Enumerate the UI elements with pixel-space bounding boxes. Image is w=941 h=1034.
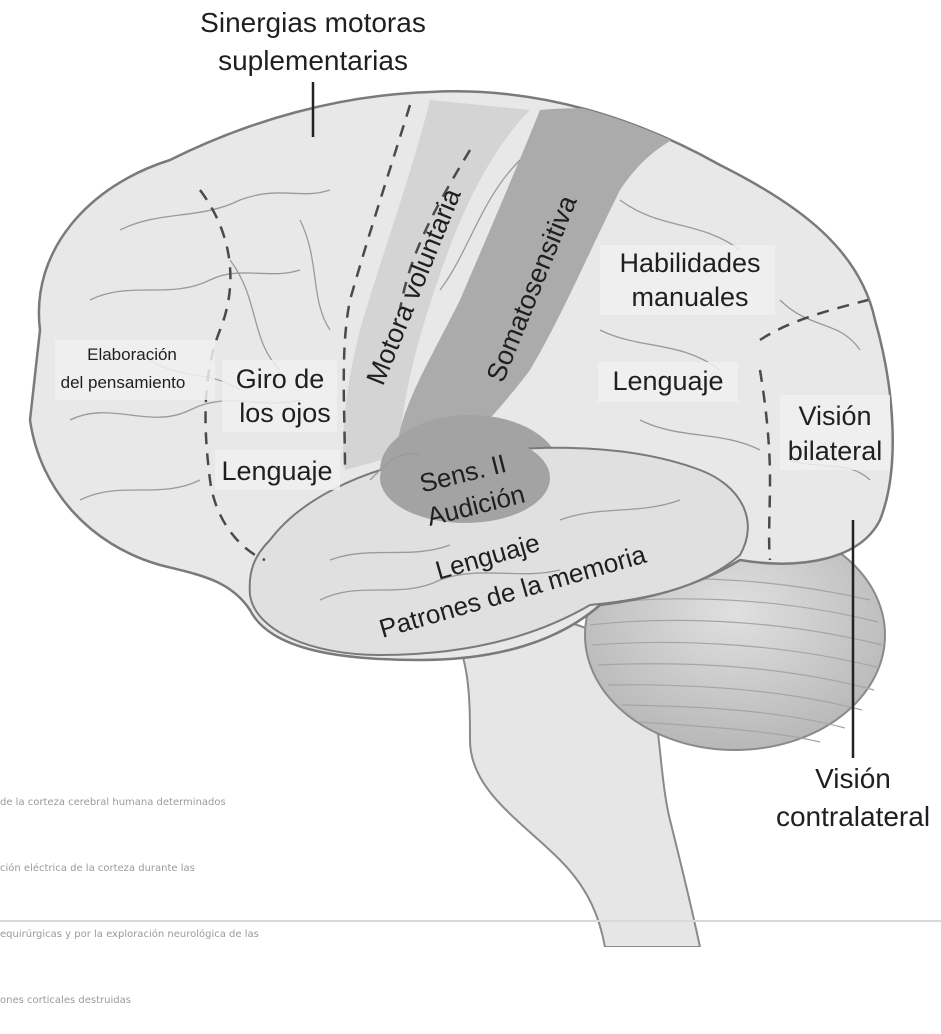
- label-vision-contralateral-line2: contralateral: [776, 801, 930, 832]
- label-elaboracion-line1: Elaboración: [87, 345, 177, 364]
- caption-line: de la corteza cerebral humana determinad…: [0, 792, 400, 814]
- caption-line: ones corticales destruidas: [0, 990, 400, 1012]
- label-elaboracion-line2: del pensamiento: [61, 373, 186, 392]
- figure-caption: de la corteza cerebral humana determinad…: [0, 748, 400, 1034]
- label-habilidades-line2: manuales: [631, 282, 748, 312]
- label-habilidades-line1: Habilidades: [619, 248, 760, 278]
- label-sinergias-line1: Sinergias motoras: [200, 7, 426, 38]
- caption-line: equirúrgicas y por la exploración neurol…: [0, 924, 400, 946]
- label-vision-bilateral-line1: Visión: [798, 401, 871, 431]
- label-giro-line2: los ojos: [239, 398, 331, 428]
- label-lenguaje-parietal: Lenguaje: [612, 366, 723, 396]
- label-vision-contralateral-line1: Visión: [815, 763, 891, 794]
- label-sinergias-line2: suplementarias: [218, 45, 408, 76]
- label-vision-bilateral-line2: bilateral: [788, 436, 883, 466]
- divider: [0, 920, 941, 922]
- label-giro-line1: Giro de: [236, 364, 325, 394]
- caption-line: ción eléctrica de la corteza durante las: [0, 858, 400, 880]
- label-lenguaje-frontal: Lenguaje: [221, 456, 332, 486]
